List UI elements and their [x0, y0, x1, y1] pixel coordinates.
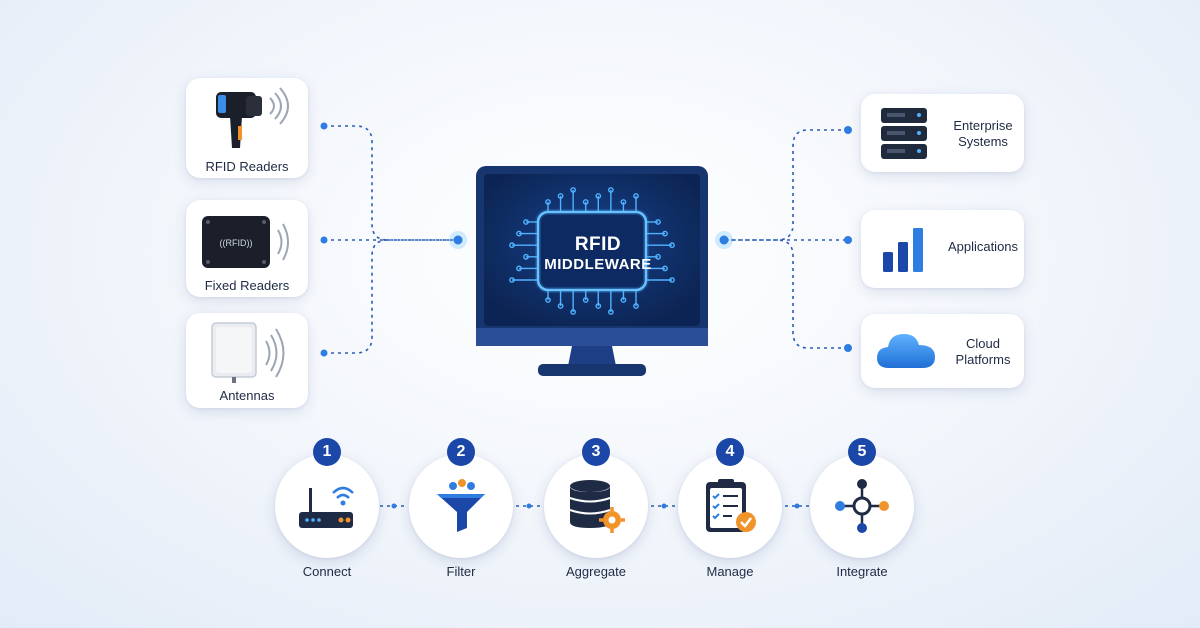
step-circle — [275, 454, 379, 558]
card-rfid-readers: RFID Readers — [186, 78, 308, 178]
step-number-badge: 2 — [447, 438, 475, 466]
card-label-line2: Systems — [958, 134, 1008, 149]
step-number-badge: 5 — [848, 438, 876, 466]
device-text: ((RFID)) — [220, 238, 253, 248]
step-label: Integrate — [836, 564, 888, 579]
handheld-rfid-reader-icon — [216, 87, 289, 148]
server-rack-icon — [881, 108, 927, 159]
step-number-badge: 4 — [716, 438, 744, 466]
step-number-badge: 1 — [313, 438, 341, 466]
cloud-icon — [877, 334, 935, 368]
card-fixed-readers: ((RFID)) Fixed Readers — [186, 200, 308, 297]
middleware-monitor — [476, 166, 708, 376]
step-circle — [409, 454, 513, 558]
card-label-line1: Cloud — [966, 336, 1000, 351]
card-label: RFID Readers — [205, 159, 289, 174]
wire-antennas — [324, 239, 389, 354]
card-label-line2: Platforms — [955, 352, 1011, 367]
card-label: Fixed Readers — [204, 278, 290, 293]
wire-dot — [320, 349, 328, 357]
card-label-line1: Applications — [947, 239, 1019, 254]
router-wifi-icon — [299, 486, 354, 528]
fixed-reader-icon: ((RFID)) — [202, 216, 289, 268]
step-number-badge: 3 — [582, 438, 610, 466]
wire-enterprise — [724, 129, 848, 241]
card-label: Antennas — [219, 388, 275, 403]
wire-dot — [320, 236, 328, 244]
wire-rfid-readers — [324, 125, 458, 241]
step-label: Aggregate — [566, 564, 626, 579]
card-enterprise-systems: Enterprise Systems — [861, 94, 1024, 172]
bar-chart-icon — [883, 228, 923, 272]
step-label: Manage — [706, 564, 754, 579]
step-manage: 4 Manage — [678, 438, 782, 579]
card-antennas: Antennas — [186, 313, 308, 408]
clipboard-check-icon — [706, 479, 756, 532]
card-cloud-platforms: Cloud Platforms — [861, 314, 1024, 388]
step-connect: 1 Connect — [275, 438, 379, 579]
step-label: Filter — [446, 564, 476, 579]
step-integrate: 5 Integrate — [810, 438, 914, 579]
wire-dot — [320, 122, 328, 130]
antenna-panel-icon — [211, 322, 285, 383]
middleware-subtitle: MIDDLEWARE — [544, 256, 652, 273]
database-gear-icon — [569, 480, 625, 533]
card-label-line1: Enterprise — [953, 118, 1013, 133]
step-circle — [544, 454, 648, 558]
wire-dot — [844, 126, 852, 134]
card-applications: Applications — [861, 210, 1024, 288]
step-label: Connect — [302, 564, 352, 579]
middleware-title: RFID — [574, 234, 622, 255]
funnel-icon — [437, 479, 485, 532]
step-circle — [810, 454, 914, 558]
step-circle — [678, 454, 782, 558]
hub-nodes-icon — [835, 479, 889, 533]
wire-dot — [844, 344, 852, 352]
wire-cloud — [776, 239, 848, 349]
step-filter: 2 Filter — [409, 438, 513, 579]
step-aggregate: 3 Aggregate — [544, 438, 648, 579]
wire-dot — [844, 236, 852, 244]
